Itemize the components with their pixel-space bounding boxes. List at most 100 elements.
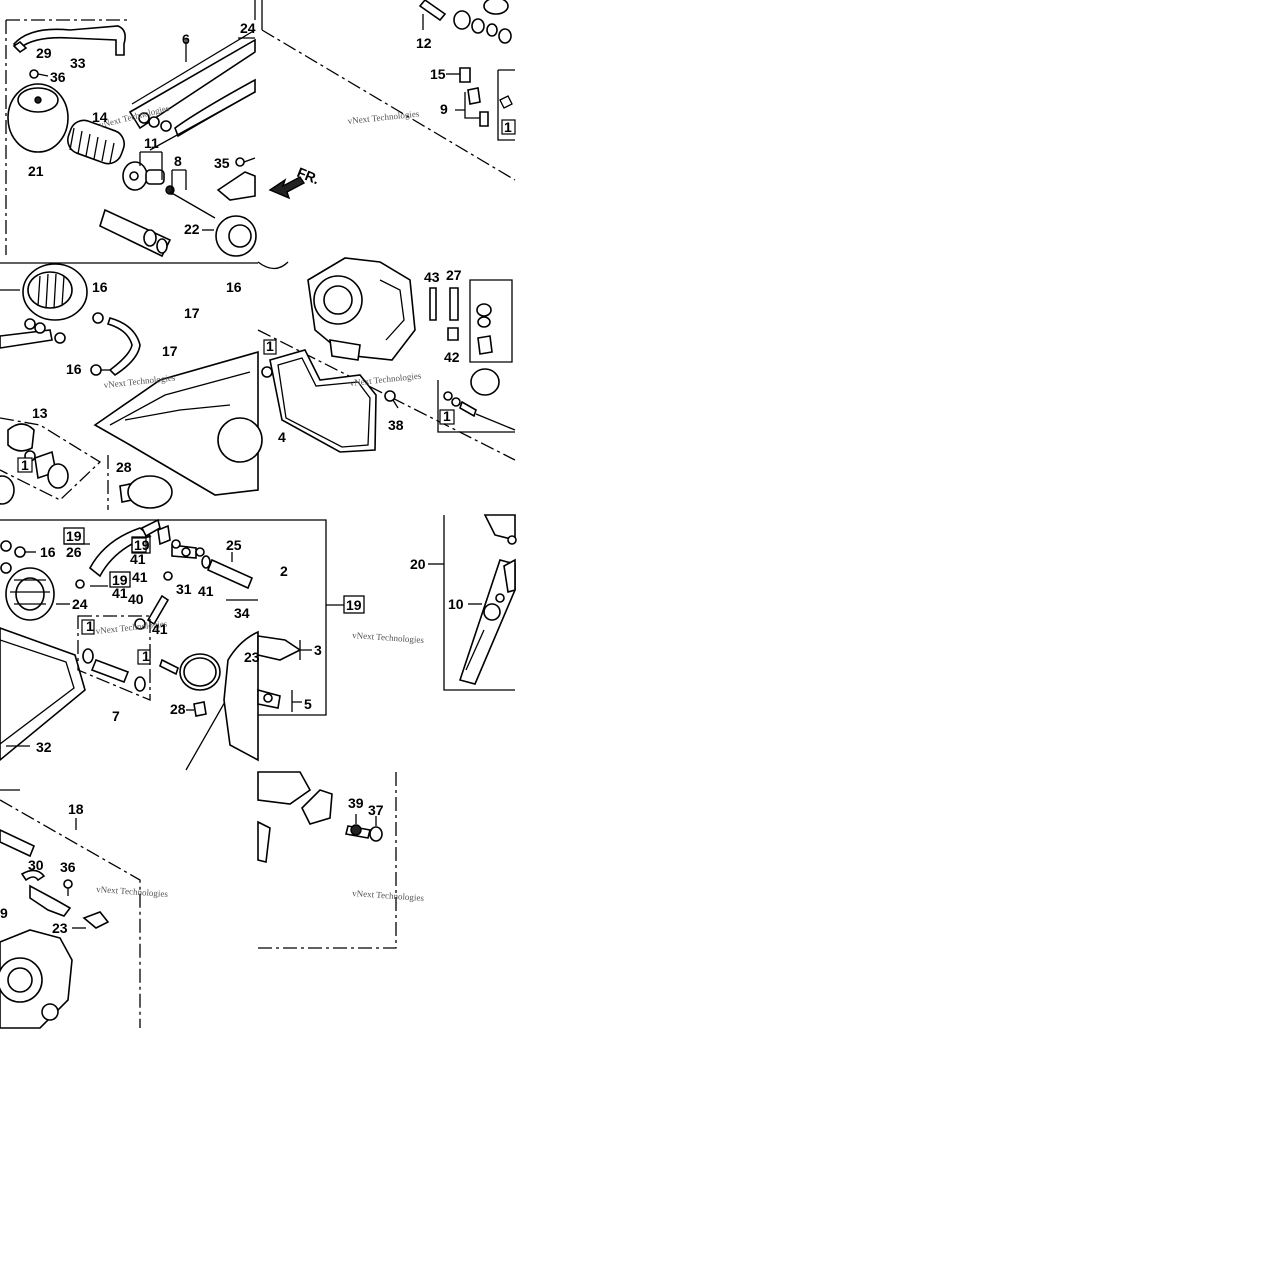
label-4: 4 — [278, 429, 286, 445]
watermark-text: vNext Technologies — [98, 103, 171, 130]
label-28: 28 — [170, 701, 186, 717]
label-38: 38 — [388, 417, 404, 433]
label-32: 32 — [36, 739, 52, 755]
label-1: 1 — [504, 119, 512, 135]
label-22: 22 — [184, 221, 200, 237]
label-19: 19 — [346, 597, 362, 613]
gasket-4 — [269, 349, 377, 453]
pipe-18 — [0, 829, 36, 858]
label-41: 41 — [132, 569, 148, 585]
label-17: 17 — [162, 343, 178, 359]
tile-row2-left — [0, 262, 263, 510]
label-40: 40 — [128, 591, 144, 607]
label-35: 35 — [214, 155, 230, 171]
label-20: 20 — [410, 556, 426, 572]
label-16: 16 — [66, 361, 82, 377]
label-24: 24 — [72, 596, 88, 612]
screw-35 — [235, 157, 245, 167]
label-33: 33 — [70, 55, 86, 71]
label-9: 9 — [440, 101, 448, 117]
watermark-text: vNext Technologies — [96, 884, 169, 899]
label-28: 28 — [116, 459, 132, 475]
pipe-12 — [418, 0, 447, 22]
washer-37 — [369, 826, 383, 842]
label-34: 34 — [234, 605, 250, 621]
label-19: 19 — [112, 572, 128, 588]
watermark-text: vNext Technologies — [349, 370, 422, 388]
label-25: 25 — [226, 537, 242, 553]
label-26: 26 — [66, 544, 82, 560]
label-17: 17 — [184, 305, 200, 321]
label-6: 6 — [182, 31, 190, 47]
tile-row2-middle — [257, 257, 516, 461]
label-42: 42 — [444, 349, 460, 365]
watermark-text: vNext Technologies — [352, 630, 425, 645]
screw-36b — [63, 879, 73, 889]
label-23: 23 — [52, 920, 68, 936]
label-29: 29 — [36, 45, 52, 61]
spring-9 — [467, 87, 481, 105]
label-5: 5 — [304, 696, 312, 712]
front-arrow — [268, 176, 306, 200]
label-19: 19 — [66, 528, 82, 544]
watermark-text: vNext Technologies — [347, 108, 420, 126]
tube-25 — [206, 558, 254, 590]
needle-8 — [165, 185, 175, 195]
spring-14 — [67, 119, 125, 165]
part-labels: 29 33 36 24 6 21 14 11 8 35 22 12 15 9 1… — [0, 20, 512, 936]
label-43: 43 — [424, 269, 440, 285]
label-19: 19 — [134, 537, 150, 553]
label-23: 23 — [244, 649, 260, 665]
label-10: 10 — [448, 596, 464, 612]
plug-28b — [193, 701, 207, 717]
pipe-40 — [146, 594, 170, 626]
screw-36 — [29, 69, 39, 79]
tile-row3-middle — [257, 519, 344, 716]
label-1: 1 — [142, 648, 150, 664]
label-1: 1 — [266, 338, 274, 354]
label-27: 27 — [446, 267, 462, 283]
label-39: 39 — [348, 795, 364, 811]
screw-38 — [384, 390, 396, 402]
screw-27 — [449, 287, 459, 321]
tile-row4-left — [0, 789, 141, 1029]
spring-15 — [459, 67, 471, 83]
front-direction-label: FR. — [295, 164, 322, 187]
label-36: 36 — [60, 859, 76, 875]
label-37: 37 — [368, 802, 384, 818]
clamp-30 — [20, 869, 46, 882]
label-16: 16 — [92, 279, 108, 295]
tile-row3-left — [0, 518, 259, 771]
clip-29 — [12, 40, 28, 54]
breather-tube-33 — [12, 25, 126, 56]
label-9: 9 — [0, 905, 8, 921]
label-2: 2 — [280, 563, 288, 579]
label-1: 1 — [443, 408, 451, 424]
hose-17 — [106, 317, 141, 377]
label-12: 12 — [416, 35, 432, 51]
tile-top-left — [5, 0, 257, 258]
label-16: 16 — [40, 544, 56, 560]
clip-23 — [82, 911, 110, 929]
label-18: 18 — [68, 801, 84, 817]
tile-row4-middle — [257, 771, 397, 949]
label-1: 1 — [86, 618, 94, 634]
label-41: 41 — [130, 551, 146, 567]
screw-42 — [447, 327, 459, 341]
label-15: 15 — [430, 66, 446, 82]
label-36: 36 — [50, 69, 66, 85]
watermark-text: vNext Technologies — [352, 888, 425, 903]
tile-top-middle — [261, 0, 516, 200]
label-boxes — [63, 527, 365, 614]
label-3: 3 — [314, 642, 322, 658]
label-1: 1 — [21, 457, 29, 473]
cover-plate-6 — [128, 38, 256, 130]
screw-43 — [429, 287, 437, 321]
label-14: 14 — [92, 109, 108, 125]
label-8: 8 — [174, 153, 182, 169]
label-13: 13 — [32, 405, 48, 421]
label-11: 11 — [144, 135, 159, 151]
tile-row3-right — [428, 514, 517, 691]
label-41: 41 — [112, 585, 128, 601]
